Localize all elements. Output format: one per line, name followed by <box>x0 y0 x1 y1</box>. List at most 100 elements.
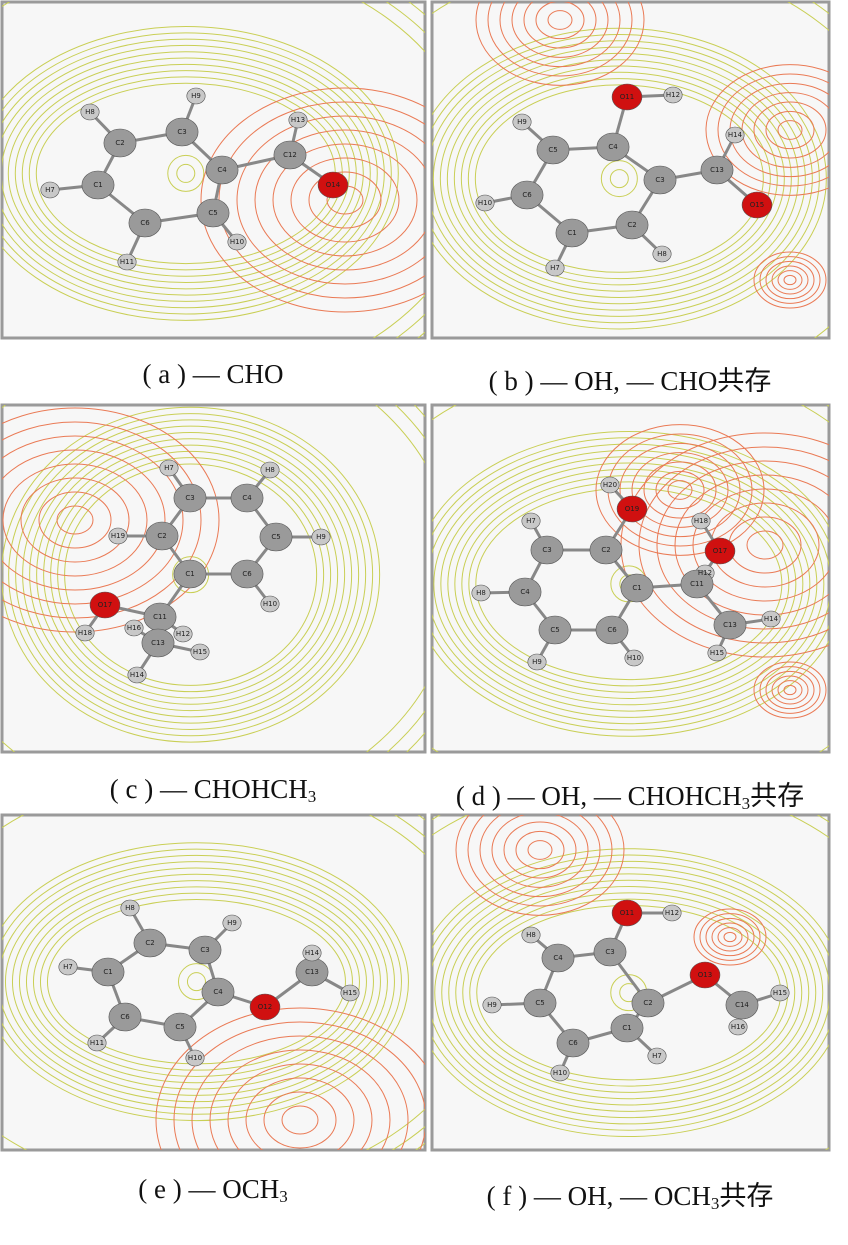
atom-h10 <box>550 1064 570 1082</box>
atom-h10 <box>227 233 247 251</box>
atom-c2 <box>615 210 649 240</box>
atom-label: H10 <box>263 600 277 608</box>
negative-contour-line <box>2 449 166 591</box>
atom-label: H10 <box>553 1069 567 1077</box>
positive-contour-line <box>474 84 764 273</box>
atom-h7 <box>40 181 60 199</box>
negative-contour-line <box>290 157 400 243</box>
atom-label: H9 <box>487 1001 497 1009</box>
atom-c2 <box>145 521 179 551</box>
atom-label: H7 <box>45 186 55 194</box>
caption-sub: 3 <box>710 1194 720 1213</box>
negative-contour-line <box>20 477 130 563</box>
negative-contour-line <box>272 143 418 257</box>
atom-c13 <box>700 155 734 185</box>
atom-c1 <box>555 218 589 248</box>
atom-c1 <box>81 170 115 200</box>
atom-c4 <box>201 977 235 1007</box>
atom-c4 <box>508 577 542 607</box>
negative-contour-line <box>547 10 573 30</box>
atom-h11 <box>117 253 137 271</box>
negative-contour-line <box>783 684 797 696</box>
atom-label: C3 <box>177 128 186 136</box>
atom-h15 <box>340 984 360 1002</box>
atom-c5 <box>536 135 570 165</box>
positive-contour-line <box>32 886 360 1077</box>
positive-contour-line <box>432 40 813 317</box>
atom-c5 <box>259 522 293 552</box>
positive-contour-line <box>475 487 783 681</box>
negative-contour-line <box>455 815 625 916</box>
ring-contour-line <box>176 163 196 183</box>
atom-label: C13 <box>723 621 737 629</box>
positive-contour-line <box>18 873 374 1090</box>
atom-label: C1 <box>93 181 102 189</box>
atom-label: O17 <box>713 547 727 555</box>
negative-contour-line <box>711 922 749 952</box>
positive-contour-line <box>25 880 367 1084</box>
negative-contour-line <box>499 2 621 68</box>
atom-c6 <box>595 615 629 645</box>
atom-c5 <box>196 198 230 228</box>
negative-contour-line <box>2 435 184 605</box>
negative-contour-line <box>523 2 597 49</box>
negative-contour-line <box>308 171 382 229</box>
caption-sub: 3 <box>279 1187 288 1206</box>
atom-label: C1 <box>632 584 641 592</box>
atom-o17 <box>704 537 736 565</box>
atom-label: C3 <box>185 494 194 502</box>
atom-c1 <box>620 573 654 603</box>
atom-label: H13 <box>291 116 305 124</box>
contour-map <box>432 815 829 1150</box>
atom-label: C13 <box>305 968 319 976</box>
atom-label: H9 <box>532 658 542 666</box>
atom-label: C2 <box>601 546 610 554</box>
atom-o13 <box>689 961 721 989</box>
atom-h20 <box>600 476 620 494</box>
atom-label: H14 <box>728 131 743 139</box>
atom-label: H18 <box>78 629 92 637</box>
atom-label: O17 <box>98 601 112 609</box>
positive-contour-line <box>2 842 409 1122</box>
atom-h14 <box>127 666 147 684</box>
negative-contour-line <box>191 1035 409 1150</box>
atom-c3 <box>188 935 222 965</box>
atom-c2 <box>103 128 137 158</box>
negative-contour-line <box>2 463 148 577</box>
atom-h8 <box>80 103 100 121</box>
negative-contour-line <box>475 2 645 86</box>
atom-o11 <box>611 899 643 927</box>
negative-contour-line <box>487 2 633 77</box>
atom-label: C14 <box>735 1001 749 1009</box>
atom-label: C6 <box>607 626 617 634</box>
atom-label: H19 <box>111 532 125 540</box>
negative-contour-line <box>200 87 425 313</box>
atom-label: H7 <box>164 464 174 472</box>
ring-contour-line <box>186 972 206 992</box>
positive-contour-line <box>2 32 392 315</box>
atom-o19 <box>616 495 648 523</box>
atom-h7 <box>521 512 541 530</box>
atom-label: H12 <box>176 630 190 638</box>
atom-h15 <box>707 644 727 662</box>
positive-contour-line <box>21 70 350 277</box>
negative-contour-line <box>595 424 765 556</box>
negative-contour-line <box>777 120 803 140</box>
caption-c: ( c ) — CHOHCH3 <box>110 774 316 807</box>
atom-label: C2 <box>145 939 154 947</box>
negative-contour-line <box>783 274 797 286</box>
atom-label: O19 <box>625 505 639 513</box>
atom-label: H10 <box>478 199 492 207</box>
positive-contour-line <box>39 892 353 1071</box>
positive-contour-line <box>446 59 792 299</box>
atom-label: C2 <box>643 999 652 1007</box>
atom-label: H8 <box>657 250 667 258</box>
atom-h14 <box>725 126 745 144</box>
atom-label: H8 <box>476 589 486 597</box>
atom-label: C2 <box>157 532 166 540</box>
